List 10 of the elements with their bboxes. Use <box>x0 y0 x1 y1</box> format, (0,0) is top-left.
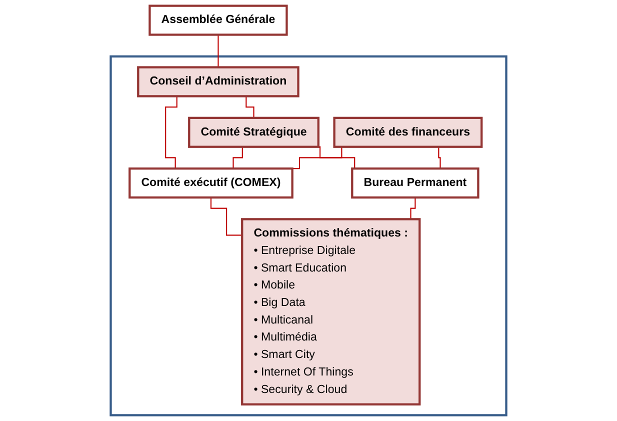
node-box: Comité des financeurs <box>333 116 483 148</box>
node-box: Commissions thématiques : • Entreprise Digitale • Smart Education • Mobile • Big Data • Multicanal • Multimédia • Smart City • Internet Of Things • Security & Cloud <box>241 218 421 406</box>
node-box: Comité exécutif (COMEX) <box>128 167 294 199</box>
node-box: Bureau Permanent <box>351 167 480 199</box>
node-box: Comité Stratégique <box>188 116 320 148</box>
node-box: Assemblée Générale <box>148 4 288 36</box>
node-box: Conseil d’Administration <box>137 66 300 98</box>
connector <box>218 34 219 68</box>
cluster <box>110 55 508 416</box>
connector <box>210 196 242 236</box>
